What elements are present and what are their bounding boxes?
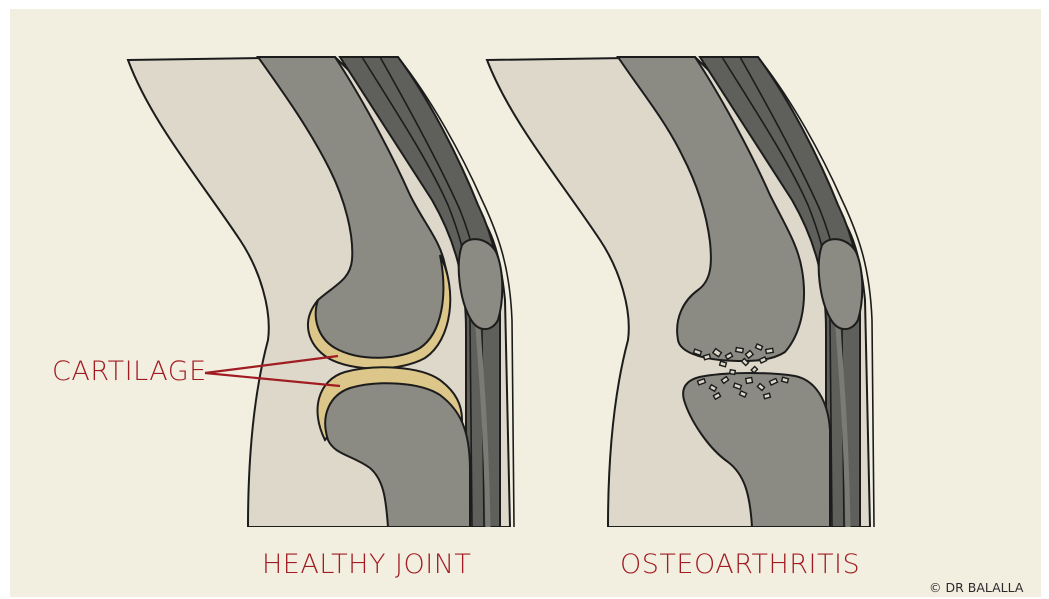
osteoarthritis-title: OSTEOARTHRITIS [620, 549, 860, 580]
osteoarthritis-diagram [487, 57, 874, 527]
cartilage-label: CARTILAGE [52, 356, 207, 387]
copyright-notice: © DR BALALLA [929, 580, 1023, 595]
healthy-joint-title: HEALTHY JOINT [262, 549, 471, 580]
healthy-joint-diagram [128, 57, 514, 527]
